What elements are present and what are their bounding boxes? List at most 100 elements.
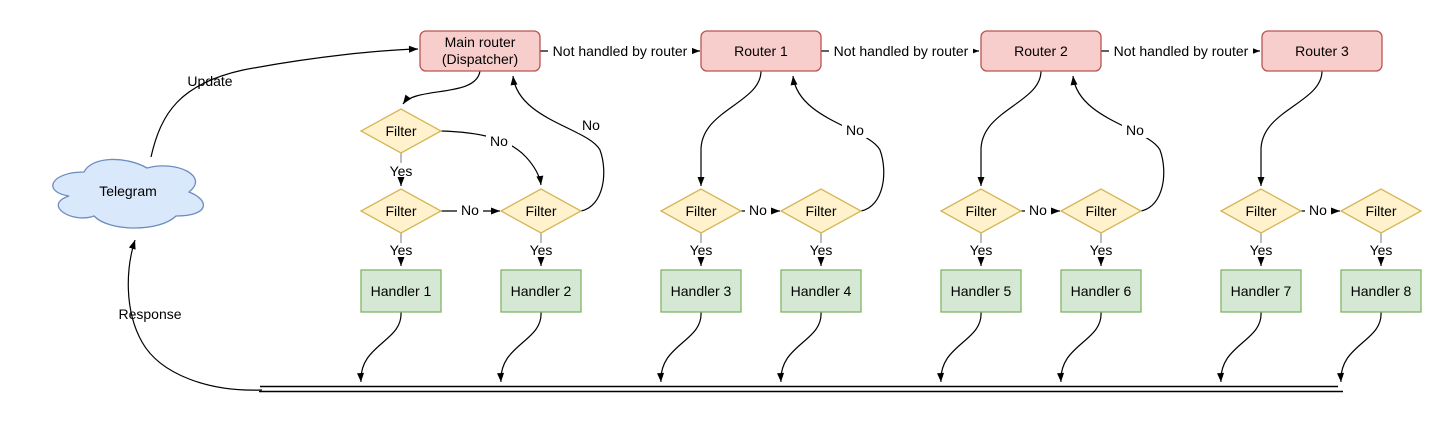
router-3-node	[1261, 30, 1383, 72]
dispatcher-filter-2	[359, 188, 443, 234]
label-bg	[745, 203, 771, 218]
router1-filter-1	[659, 188, 743, 234]
dispatcher-filter1-no-edge	[440, 130, 544, 186]
router-1-label: Router 1	[734, 43, 788, 59]
handler-7-label: Handler 7	[1231, 283, 1292, 299]
telegram-label: Telegram	[99, 183, 157, 199]
handler-3-label: Handler 3	[671, 283, 732, 299]
response-label: Response	[118, 306, 181, 322]
router-3-label: Router 3	[1295, 43, 1349, 59]
handler-6-label: Handler 6	[1071, 283, 1132, 299]
filter-label: Filter	[685, 203, 716, 219]
no-label: No	[1126, 122, 1144, 138]
handler-4-node	[780, 269, 862, 313]
label-bg	[486, 134, 512, 149]
no-label: No	[1309, 202, 1327, 218]
router2-filter-2	[1059, 188, 1143, 234]
label-bg	[829, 43, 973, 59]
label-bg	[1109, 43, 1253, 59]
yes-label: Yes	[1090, 242, 1113, 258]
handler8-to-bus-edge	[1337, 311, 1382, 383]
filter-label: Filter	[965, 203, 996, 219]
no-label: No	[749, 202, 767, 218]
router1-filter-2	[779, 188, 863, 234]
yes-label: Yes	[970, 242, 993, 258]
handler2-to-bus-edge	[497, 311, 542, 383]
not-handled-label-2: Not handled by router	[834, 43, 969, 59]
label-bg	[1122, 123, 1148, 138]
filter-label: Filter	[385, 203, 416, 219]
no-label: No	[490, 133, 508, 149]
label-bg	[578, 118, 604, 133]
no-label: No	[1029, 202, 1047, 218]
router-2-label: Router 2	[1014, 43, 1068, 59]
yes-label: Yes	[690, 242, 713, 258]
yes-label: Yes	[390, 163, 413, 179]
dispatcher-filter-3	[499, 188, 583, 234]
router1-to-filter-edge	[697, 70, 762, 186]
handler-3-node	[660, 269, 742, 313]
router2-filter-1	[939, 188, 1023, 234]
handler5-to-bus-edge	[937, 311, 982, 383]
node-labels: Telegram Main router (Dispatcher) Router…	[99, 34, 1411, 299]
yes-label: Yes	[1370, 242, 1393, 258]
update-label: Update	[187, 73, 232, 89]
yes-label: Yes	[390, 242, 413, 258]
handler-4-label: Handler 4	[791, 283, 852, 299]
not-handled-label-3: Not handled by router	[1114, 43, 1249, 59]
edges	[127, 45, 1385, 393]
dispatcher-label-line2: (Dispatcher)	[442, 51, 518, 67]
dispatcher-filter-1	[359, 108, 443, 154]
handler-5-node	[940, 269, 1022, 313]
filter-label: Filter	[525, 203, 556, 219]
dispatcher-filter3-no-loop-edge	[510, 75, 605, 212]
handler1-to-bus-edge	[357, 311, 402, 383]
telegram-cloud	[52, 158, 205, 229]
nodes	[52, 30, 1423, 313]
label-bg	[1305, 203, 1331, 218]
not-handled-label-1: Not handled by router	[553, 43, 688, 59]
router2-filter2-no-loop-edge	[1070, 75, 1165, 212]
filter-label: Filter	[385, 123, 416, 139]
router-1-node	[700, 30, 822, 72]
handler3-to-bus-edge	[657, 311, 702, 383]
dispatcher-to-filter1-edge	[402, 70, 481, 105]
router3-to-filter-edge	[1257, 70, 1323, 186]
filter-label: Filter	[1365, 203, 1396, 219]
update-edge	[150, 45, 419, 158]
handler4-to-bus-edge	[777, 311, 822, 383]
no-label: No	[846, 122, 864, 138]
label-bg	[842, 123, 868, 138]
edge-labels: Update Response Not handled by router No…	[118, 43, 1392, 322]
router3-filter-2	[1339, 188, 1423, 234]
no-label: No	[582, 117, 600, 133]
yes-label: Yes	[810, 242, 833, 258]
router1-filter2-no-loop-edge	[790, 75, 885, 212]
label-bg	[548, 43, 692, 59]
yes-label: Yes	[1250, 242, 1273, 258]
handler-5-label: Handler 5	[951, 283, 1012, 299]
filter-label: Filter	[1085, 203, 1116, 219]
handler-8-label: Handler 8	[1351, 283, 1412, 299]
handler-1-label: Handler 1	[371, 283, 432, 299]
dispatcher-label-line1: Main router	[445, 34, 516, 50]
response-edge	[127, 239, 263, 391]
handler-8-node	[1340, 269, 1422, 313]
label-bg	[457, 203, 483, 218]
filter-label: Filter	[1245, 203, 1276, 219]
label-bg	[1025, 203, 1051, 218]
router3-filter-1	[1219, 188, 1303, 234]
yes-label: Yes	[530, 242, 553, 258]
handler-1-node	[360, 269, 442, 313]
router2-to-filter-edge	[977, 70, 1042, 186]
handler7-to-bus-edge	[1217, 311, 1262, 383]
handler-6-node	[1060, 269, 1142, 313]
filter-label: Filter	[805, 203, 836, 219]
handler6-to-bus-edge	[1057, 311, 1102, 383]
handler-2-label: Handler 2	[511, 283, 572, 299]
dispatcher-node	[419, 30, 541, 72]
handler-7-node	[1220, 269, 1302, 313]
handler-2-node	[500, 269, 582, 313]
